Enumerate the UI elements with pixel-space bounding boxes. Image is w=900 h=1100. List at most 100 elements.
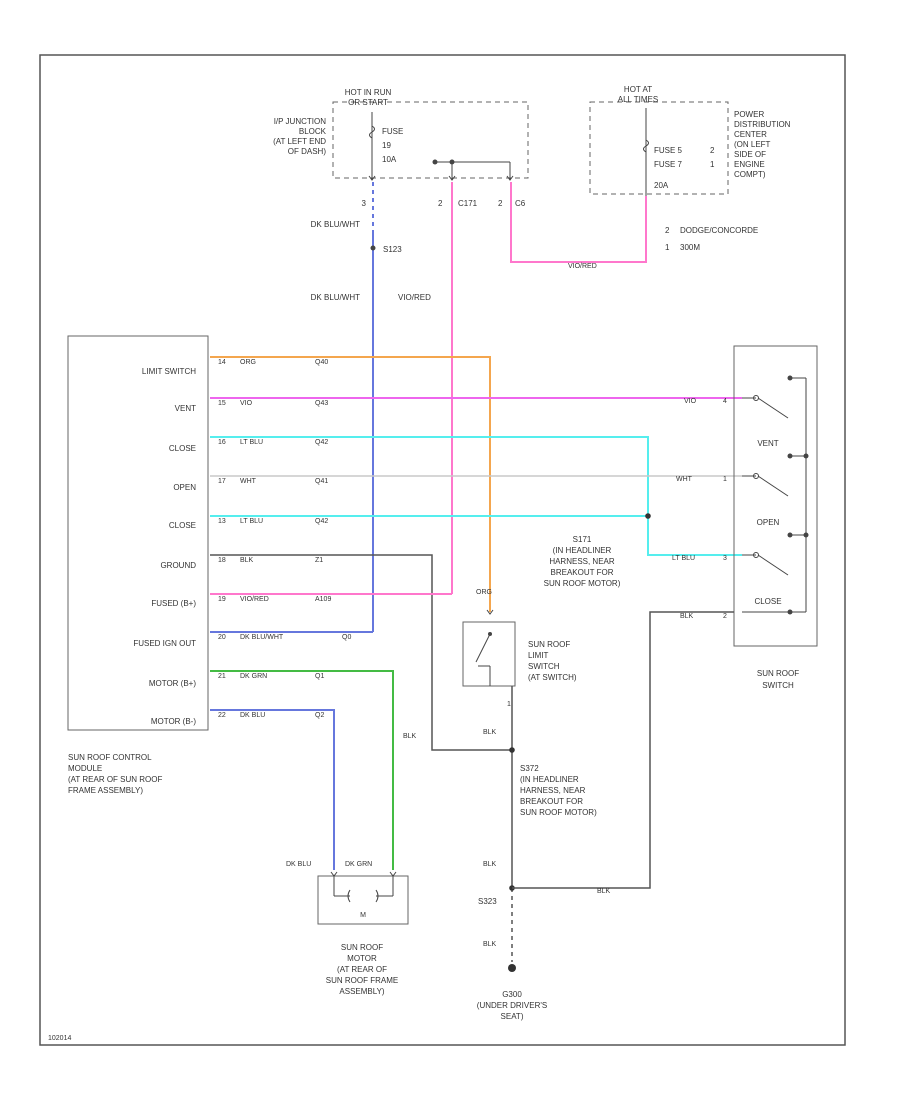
pdc-row-num-1: 2 <box>710 146 715 155</box>
pdc-row-num-2: 1 <box>710 160 715 169</box>
switch-name-1: SUN ROOF <box>757 669 799 678</box>
figure-id: 102014 <box>48 1035 71 1042</box>
fuse-label: FUSE <box>382 127 403 136</box>
s372-name: S372 <box>520 764 539 773</box>
switch-color-wht: WHT <box>676 476 693 483</box>
s171-name: S171 <box>573 535 592 544</box>
module-title-3: (AT REAR OF SUN ROOF <box>68 775 162 784</box>
pin-num-21: 21 <box>218 673 226 680</box>
hot-all-header-1: HOT AT <box>624 85 652 94</box>
pin-num-22: 22 <box>218 712 226 719</box>
pin-c171-name: C171 <box>458 199 478 208</box>
pin-label-limit-switch: LIMIT SWITCH <box>142 367 196 376</box>
pin-color-14: ORG <box>240 359 256 366</box>
blk-label-3: BLK <box>483 861 497 868</box>
pin-num-18: 18 <box>218 557 226 564</box>
motor-name-1: SUN ROOF <box>341 943 383 952</box>
hot-run-header-1: HOT IN RUN <box>345 88 392 97</box>
limit-switch-box <box>462 621 516 687</box>
fuse-rating: 10A <box>382 155 397 164</box>
pin-num-16: 16 <box>218 439 226 446</box>
ground-g300-dot <box>508 964 516 972</box>
pin-c6-name: C6 <box>515 199 526 208</box>
splice-s123-label: S123 <box>383 245 402 254</box>
pin-label-motor-bminus: MOTOR (B-) <box>151 717 197 726</box>
pdc-label-7: COMPT) <box>734 170 766 179</box>
dk-blu-wht-label-mid: DK BLU/WHT <box>311 293 360 302</box>
switch-color-vio: VIO <box>684 398 697 405</box>
pin-circuit-18: Z1 <box>315 557 323 564</box>
wire-vio-red-pdc <box>510 182 647 263</box>
limit-org-label: ORG <box>476 589 492 596</box>
g300-name-3: SEAT) <box>501 1012 524 1021</box>
sun-roof-motor: DK BLU DK GRN M SUN ROOF MOTOR (AT REAR … <box>286 861 409 996</box>
fuse-number: 19 <box>382 141 391 150</box>
switch-pin-1: 1 <box>723 476 727 483</box>
limit-name-3: SWITCH <box>528 662 560 671</box>
pin-num-20: 20 <box>218 634 226 641</box>
variant-text-2: 300M <box>680 243 700 252</box>
s372-desc-2: HARNESS, NEAR <box>520 786 586 795</box>
variant-num-2: 1 <box>665 243 670 252</box>
pin-3-label: 3 <box>362 199 367 208</box>
s171-desc-1: (IN HEADLINER <box>553 546 612 555</box>
pin-label-open: OPEN <box>173 483 196 492</box>
variant-text-1: DODGE/CONCORDE <box>680 226 758 235</box>
ip-block-label-2: BLOCK <box>299 127 327 136</box>
pin-c6-num: 2 <box>498 199 503 208</box>
switch-position-vent: VENT <box>757 439 778 448</box>
pdc-label-3: CENTER <box>734 130 767 139</box>
ip-block-label-4: OF DASH) <box>288 147 327 156</box>
pin-num-19: 19 <box>218 596 226 603</box>
pin-circuit-16: Q42 <box>315 439 328 446</box>
pin-color-17: WHT <box>240 478 257 485</box>
ground-circuit: BLK BLK BLK BLK BLK S372 (IN HEADLINER H… <box>403 611 734 1021</box>
motor-name-4: SUN ROOF FRAME <box>326 976 398 985</box>
vio-red-label: VIO/RED <box>398 293 431 302</box>
pin-color-16: LT BLU <box>240 439 263 446</box>
pin-circuit-17: Q41 <box>315 478 328 485</box>
wire-dk-blu <box>210 709 335 870</box>
s171-desc-4: SUN ROOF MOTOR) <box>544 579 621 588</box>
pdc-box <box>589 101 729 195</box>
pin-circuit-20: Q0 <box>342 634 351 641</box>
pin-label-ground: GROUND <box>160 561 196 570</box>
pin-circuit-19: A109 <box>315 596 331 603</box>
pin-circuit-21: Q1 <box>315 673 324 680</box>
motor-symbol: M <box>360 912 366 919</box>
sun-roof-switch: VENT OPEN CLOSE SUN ROOF SWITCH <box>733 345 818 690</box>
switch-box <box>733 345 818 647</box>
ip-block-label-3: (AT LEFT END <box>273 137 326 146</box>
diagram-frame <box>39 54 846 1046</box>
blk-label-5: BLK <box>483 941 497 948</box>
module-title-2: MODULE <box>68 764 102 773</box>
pin-circuit-15: Q43 <box>315 400 328 407</box>
pdc-label-2: DISTRIBUTION <box>734 120 791 129</box>
splice-s123-dot <box>370 245 376 251</box>
pin-label-close-1: CLOSE <box>169 444 196 453</box>
pin-color-15: VIO <box>240 400 253 407</box>
pin-num-13: 13 <box>218 518 226 525</box>
pdc-label-6: ENGINE <box>734 160 765 169</box>
pin-color-20: DK BLU/WHT <box>240 634 284 641</box>
pdc-label-1: POWER <box>734 110 764 119</box>
switch-color-lt-blu: LT BLU <box>672 555 695 562</box>
hot-all-header-2: ALL TIMES <box>618 95 658 104</box>
motor-name-2: MOTOR <box>347 954 377 963</box>
module-pin-annotations: 14 ORG Q40 15 VIO Q43 16 LT BLU Q42 17 W… <box>218 359 351 719</box>
motor-name-5: ASSEMBLY) <box>339 987 385 996</box>
s372-desc-3: BREAKOUT FOR <box>520 797 583 806</box>
blk-label-4: BLK <box>597 888 611 895</box>
s372-desc-4: SUN ROOF MOTOR) <box>520 808 597 817</box>
pin-circuit-22: Q2 <box>315 712 324 719</box>
splice-s171-dot <box>645 513 651 519</box>
blk-label-2: BLK <box>403 733 417 740</box>
module-title-4: FRAME ASSEMBLY) <box>68 786 143 795</box>
pdc-label-5: SIDE OF <box>734 150 766 159</box>
wire-lt-blu-1 <box>210 436 742 556</box>
ip-block-label-1: I/P JUNCTION <box>274 117 327 126</box>
motor-wire-left: DK BLU <box>286 861 311 868</box>
switch-color-blk: BLK <box>680 613 694 620</box>
variant-num-1: 2 <box>665 226 670 235</box>
pdc-label-4: (ON LEFT <box>734 140 771 149</box>
